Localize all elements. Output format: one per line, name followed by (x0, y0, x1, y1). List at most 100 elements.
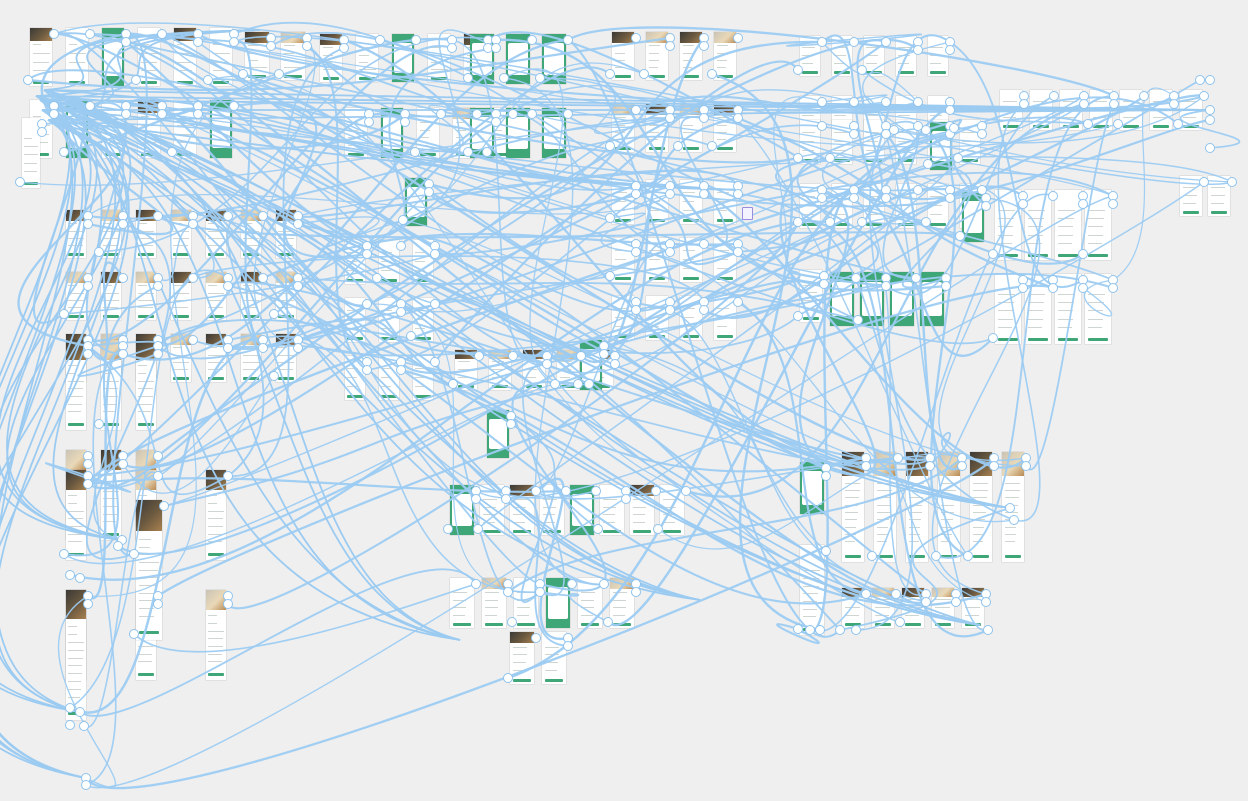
connection-node-icon[interactable] (463, 147, 473, 157)
connection-node-icon[interactable] (599, 579, 609, 589)
connection-node-icon[interactable] (591, 486, 601, 496)
connection-node-icon[interactable] (1108, 199, 1118, 209)
connection-node-icon[interactable] (193, 109, 203, 119)
connection-node-icon[interactable] (1205, 115, 1215, 125)
connection-node-icon[interactable] (85, 101, 95, 111)
connection-node-icon[interactable] (83, 479, 93, 489)
connection-node-icon[interactable] (861, 589, 871, 599)
connection-node-icon[interactable] (474, 351, 484, 361)
connection-node-icon[interactable] (853, 315, 863, 325)
connection-node-icon[interactable] (893, 453, 903, 463)
connection-node-icon[interactable] (913, 45, 923, 55)
connection-node-icon[interactable] (963, 551, 973, 561)
connection-node-icon[interactable] (94, 419, 104, 429)
connection-node-icon[interactable] (542, 359, 552, 369)
connection-node-icon[interactable] (424, 187, 434, 197)
connection-node-icon[interactable] (153, 281, 163, 291)
connection-node-icon[interactable] (599, 349, 609, 359)
connection-node-icon[interactable] (193, 37, 203, 47)
connection-node-icon[interactable] (274, 69, 284, 79)
connection-node-icon[interactable] (229, 101, 239, 111)
connection-node-icon[interactable] (857, 217, 867, 227)
connection-node-icon[interactable] (1005, 503, 1015, 513)
connection-node-icon[interactable] (911, 273, 921, 283)
connection-node-icon[interactable] (129, 629, 139, 639)
connection-node-icon[interactable] (375, 35, 385, 45)
connection-node-icon[interactable] (867, 551, 877, 561)
connection-node-icon[interactable] (400, 117, 410, 127)
connection-node-icon[interactable] (931, 551, 941, 561)
connection-node-icon[interactable] (699, 305, 709, 315)
connection-node-icon[interactable] (817, 37, 827, 47)
connection-node-icon[interactable] (443, 524, 453, 534)
connection-node-icon[interactable] (1205, 105, 1215, 115)
connection-node-icon[interactable] (605, 141, 615, 151)
connection-node-icon[interactable] (957, 461, 967, 471)
connection-node-icon[interactable] (913, 121, 923, 131)
connection-node-icon[interactable] (605, 213, 615, 223)
connection-node-icon[interactable] (610, 359, 620, 369)
connection-node-icon[interactable] (94, 247, 104, 257)
connection-node-icon[interactable] (396, 365, 406, 375)
connection-node-icon[interactable] (631, 33, 641, 43)
connection-node-icon[interactable] (923, 159, 933, 169)
connection-node-icon[interactable] (699, 41, 709, 51)
connection-node-icon[interactable] (499, 73, 509, 83)
connection-node-icon[interactable] (503, 587, 513, 597)
connection-node-icon[interactable] (83, 281, 93, 291)
connection-node-icon[interactable] (463, 73, 473, 83)
connection-node-icon[interactable] (550, 379, 560, 389)
connection-node-icon[interactable] (665, 189, 675, 199)
connection-node-icon[interactable] (849, 37, 859, 47)
connection-node-icon[interactable] (131, 75, 141, 85)
connection-node-icon[interactable] (1009, 515, 1019, 525)
connection-node-icon[interactable] (23, 75, 33, 85)
connection-node-icon[interactable] (83, 349, 93, 359)
connection-node-icon[interactable] (293, 281, 303, 291)
connection-node-icon[interactable] (631, 247, 641, 257)
connection-node-icon[interactable] (881, 193, 891, 203)
connection-node-icon[interactable] (83, 599, 93, 609)
connection-node-icon[interactable] (817, 193, 827, 203)
connection-node-icon[interactable] (981, 597, 991, 607)
connection-node-icon[interactable] (113, 541, 123, 551)
connection-node-icon[interactable] (507, 617, 517, 627)
connection-node-icon[interactable] (857, 65, 867, 75)
connection-node-icon[interactable] (955, 231, 965, 241)
connection-node-icon[interactable] (849, 97, 859, 107)
connection-node-icon[interactable] (49, 29, 59, 39)
connection-node-icon[interactable] (849, 193, 859, 203)
connection-node-icon[interactable] (153, 349, 163, 359)
connection-node-icon[interactable] (665, 41, 675, 51)
connection-node-icon[interactable] (733, 297, 743, 307)
connection-node-icon[interactable] (153, 451, 163, 461)
connection-node-icon[interactable] (302, 41, 312, 51)
connection-node-icon[interactable] (527, 109, 537, 119)
connection-node-icon[interactable] (1048, 191, 1058, 201)
connection-node-icon[interactable] (430, 299, 440, 309)
connection-node-icon[interactable] (157, 29, 167, 39)
connection-node-icon[interactable] (563, 641, 573, 651)
connection-node-icon[interactable] (527, 35, 537, 45)
connection-node-icon[interactable] (293, 343, 303, 353)
connection-node-icon[interactable] (188, 335, 198, 345)
connection-node-icon[interactable] (1018, 283, 1028, 293)
connection-node-icon[interactable] (567, 579, 577, 589)
connection-node-icon[interactable] (793, 624, 803, 634)
connection-node-icon[interactable] (817, 121, 827, 131)
connection-node-icon[interactable] (1049, 91, 1059, 101)
connection-node-icon[interactable] (1019, 99, 1029, 109)
connection-node-icon[interactable] (815, 625, 825, 635)
connection-node-icon[interactable] (981, 201, 991, 211)
connection-node-icon[interactable] (576, 351, 586, 361)
connection-node-icon[interactable] (825, 153, 835, 163)
connection-node-icon[interactable] (945, 45, 955, 55)
connection-node-icon[interactable] (1048, 283, 1058, 293)
connection-node-icon[interactable] (258, 211, 268, 221)
connection-node-icon[interactable] (491, 117, 501, 127)
connection-node-icon[interactable] (1078, 283, 1088, 293)
connection-node-icon[interactable] (508, 109, 518, 119)
connection-node-icon[interactable] (977, 129, 987, 139)
connection-node-icon[interactable] (1173, 119, 1183, 129)
connection-node-icon[interactable] (396, 241, 406, 251)
